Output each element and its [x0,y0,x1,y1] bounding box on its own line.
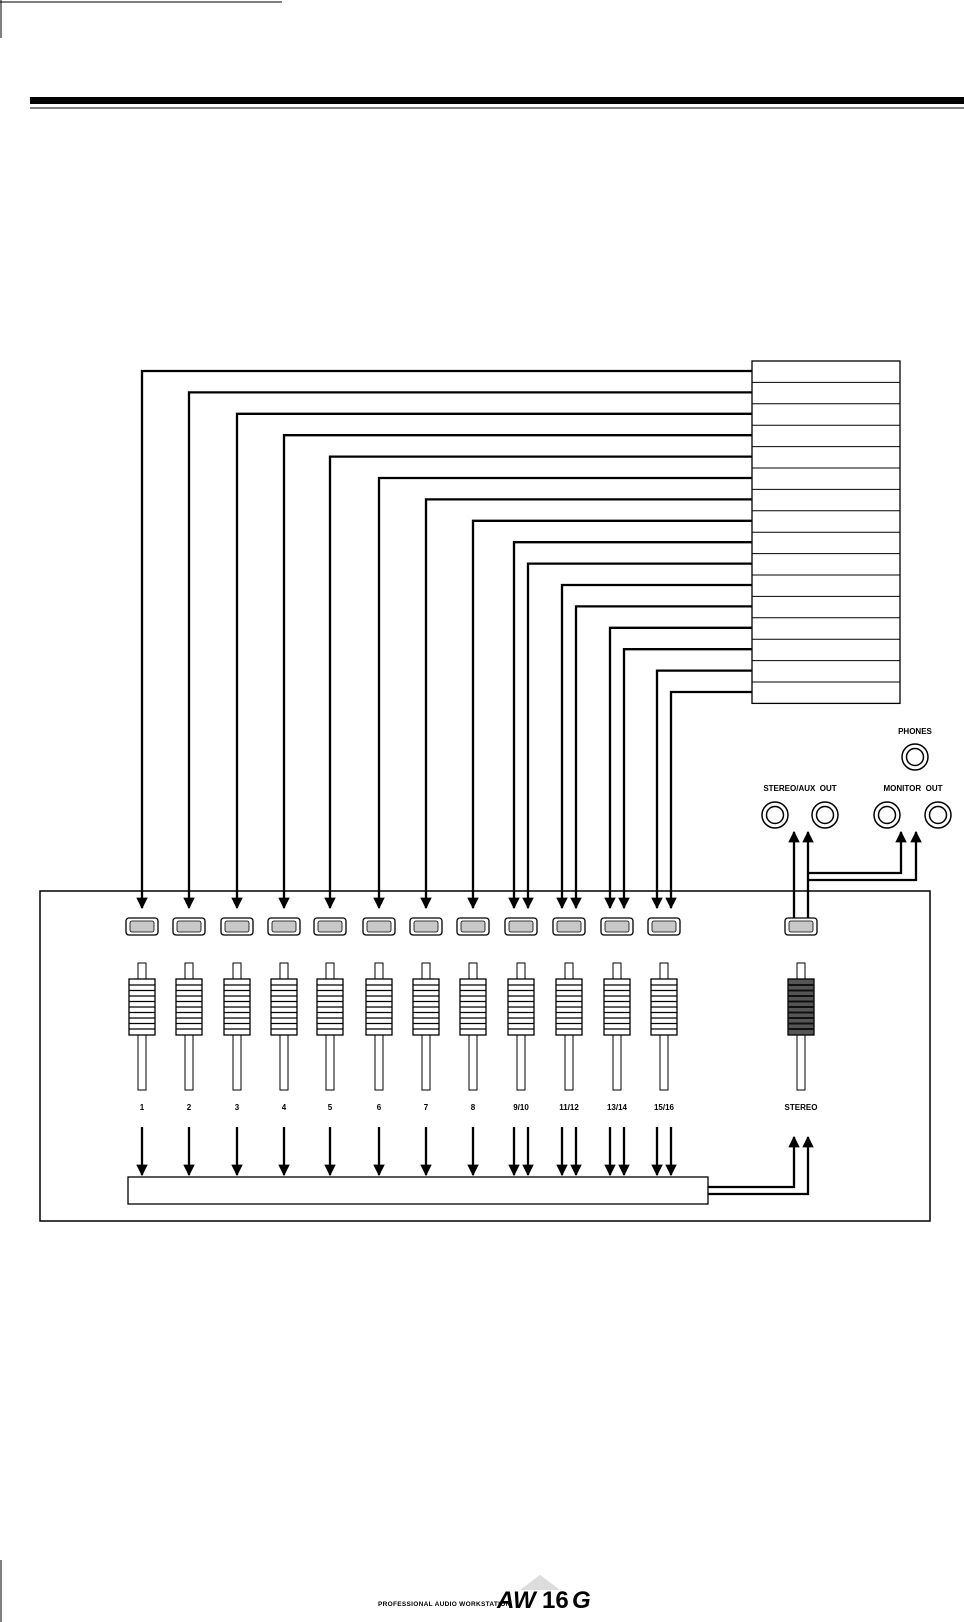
phones-label: PHONES [898,727,932,736]
channel-label: 7 [424,1103,429,1112]
header-rules [0,0,964,109]
channel-strip-10: 11/12 [552,917,586,1112]
channel-label: 2 [187,1103,192,1112]
channel-strip-8: 8 [456,917,490,1112]
track-route-line [183,391,752,910]
track-route-line [618,648,752,910]
channel-strip-1: 1 [125,917,159,1112]
fader-knob[interactable] [128,978,156,1036]
channel-select-button[interactable] [409,917,443,936]
track-route-line [556,583,752,910]
channel-label: 9/10 [513,1103,529,1112]
channel-select-button[interactable] [456,917,490,936]
channel-select-button[interactable] [267,917,301,936]
channel-label: 5 [328,1103,333,1112]
track-route-line [570,605,752,910]
channel-select-button[interactable] [313,917,347,936]
channel-label: 4 [282,1103,287,1112]
fader-knob[interactable] [555,978,583,1036]
track-route-line [278,434,752,910]
track-route-line [420,498,752,910]
channel-select-button[interactable] [220,917,254,936]
stereo-channel: STEREO [784,917,818,1112]
monitor-out-label: MONITOR OUT [884,784,943,793]
channel-strip-9: 9/10 [504,917,538,1112]
stereo-select-button[interactable] [784,917,818,936]
channel-strip-3: 3 [220,917,254,1112]
channel-strip-7: 7 [409,917,443,1112]
channel-label: 8 [471,1103,476,1112]
fader-knob[interactable] [412,978,440,1036]
monitor-out-jack-r[interactable] [924,801,952,829]
phones-jack[interactable] [901,743,929,771]
channel-label: 6 [377,1103,382,1112]
track-route-line [522,562,752,910]
bus-arrows [136,1127,677,1177]
fader-knob[interactable] [459,978,487,1036]
mixer-panel [39,890,931,1222]
channel-strip-4: 4 [267,917,301,1112]
footer-model-number: 16 [542,1587,569,1614]
channel-select-button[interactable] [362,917,396,936]
channel-select-button[interactable] [600,917,634,936]
track-route-line [324,455,752,910]
stereo-aux-out-label: STEREO/AUX OUT [763,784,836,793]
track-route-line [508,541,752,910]
channel-label: 1 [140,1103,145,1112]
channel-select-button[interactable] [504,917,538,936]
channel-strip-11: 13/14 [600,917,634,1112]
fader-knob[interactable] [270,978,298,1036]
track-route-line [665,690,752,910]
channel-label: 15/16 [654,1103,675,1112]
channel-select-button[interactable] [552,917,586,936]
fader-knob[interactable] [787,978,815,1036]
fader-knob[interactable] [650,978,678,1036]
stereo-aux-out-jack-l[interactable] [761,801,789,829]
channel-label: 11/12 [559,1103,579,1112]
fader-knob[interactable] [223,978,251,1036]
track-source-block [751,360,901,705]
channel-strips: 1 2 3 4 5 6 7 8 9/10 11/12 13/14 15/16 [125,917,681,1112]
channel-strip-2: 2 [172,917,206,1112]
stereo-output-routing [708,830,922,1196]
channel-select-button[interactable] [172,917,206,936]
footer-product-text: PROFESSIONAL AUDIO WORKSTATION [378,1601,511,1608]
footer-logo: PROFESSIONAL AUDIO WORKSTATION AW 16 G [0,1560,591,1622]
channel-select-button[interactable] [125,917,159,936]
channel-strip-12: 15/16 [647,917,681,1112]
footer-model-prefix: AW [496,1587,538,1614]
track-route-line [604,626,752,910]
fader-knob[interactable] [316,978,344,1036]
track-route-line [136,369,752,910]
track-route-line [467,519,752,910]
channel-select-button[interactable] [647,917,681,936]
channel-strip-5: 5 [313,917,347,1112]
monitor-out-jack-l[interactable] [873,801,901,829]
fader-knob[interactable] [507,978,535,1036]
channel-label: 3 [235,1103,240,1112]
fader-knob[interactable] [175,978,203,1036]
fader-knob[interactable] [365,978,393,1036]
track-route-line [651,669,752,910]
stereo-aux-out-jack-r[interactable] [811,801,839,829]
track-route-line [231,412,752,910]
track-route-line [373,476,752,910]
output-jacks: PHONES STEREO/AUX OUT MONITOR OUT [761,727,952,829]
channel-label: 13/14 [607,1103,628,1112]
fader-knob[interactable] [603,978,631,1036]
channel-strip-6: 6 [362,917,396,1112]
stereo-label: STEREO [785,1103,818,1112]
stereo-bus-bar [127,1176,709,1205]
track-routing-lines [136,369,752,910]
footer-model-suffix: G [572,1587,591,1614]
